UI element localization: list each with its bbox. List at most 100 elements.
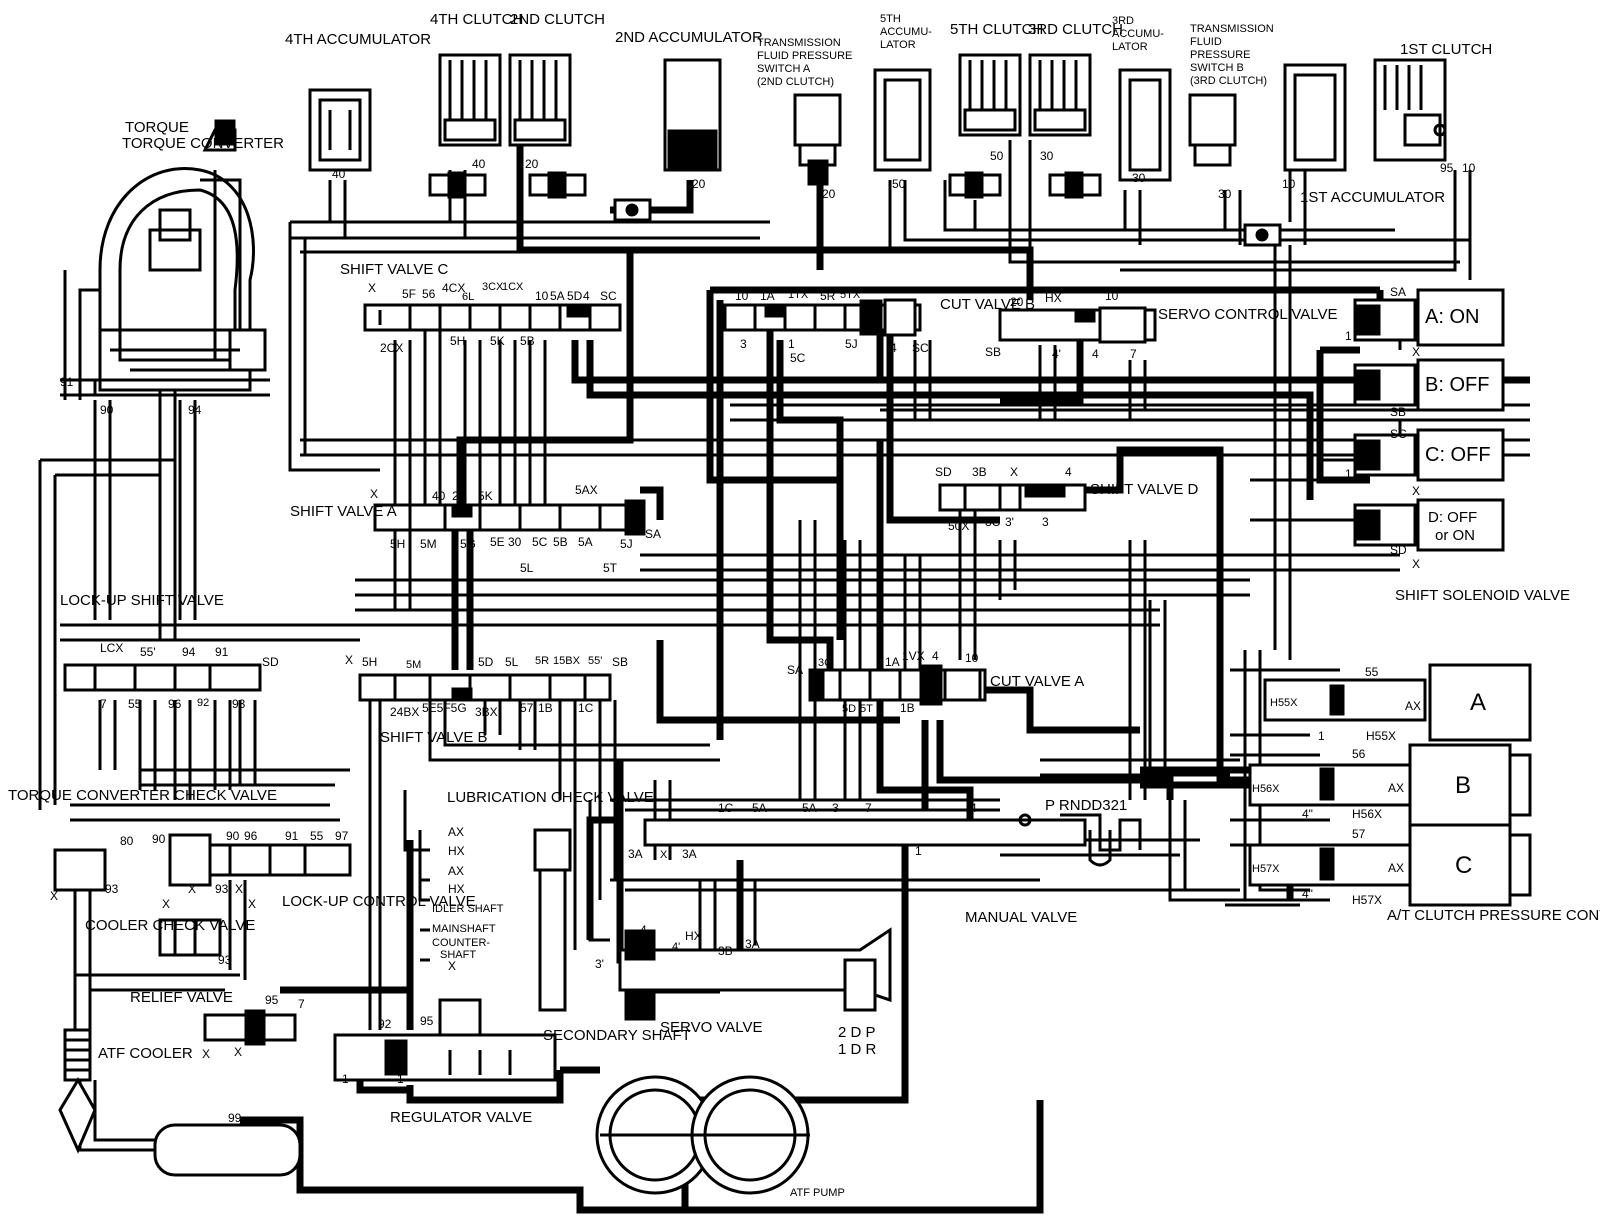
port-b-5d: 5D	[478, 655, 494, 669]
label-2nd-accumulator: 2ND ACCUMULATOR	[615, 29, 763, 46]
port-lc-x2: X	[235, 882, 243, 896]
port-b-5h: 5H	[362, 655, 377, 669]
port-b-x: X	[345, 653, 353, 667]
port-c-5d: 5D	[567, 289, 583, 303]
port-d-3c: 3C	[985, 515, 1001, 529]
port-b-5m: 5M	[406, 659, 421, 671]
port-m-3ab: 3A	[682, 847, 697, 861]
port-s-4p: 4'	[1052, 347, 1061, 361]
port-cb-5c: 5C	[790, 351, 806, 365]
label-shift-valve-d: SHIFT VALVE D	[1090, 481, 1199, 498]
label-pressure-switch-a-2: FLUID PRESSURE	[757, 50, 852, 62]
port-20b: 20	[692, 177, 706, 191]
label-clutch-pressure-solenoid: A/T CLUTCH PRESSURE CONTROL SOLENOID VAL…	[1387, 907, 1600, 924]
linear-solenoid-c	[1248, 823, 1532, 907]
label-torque-converter-1: TORQUE	[125, 119, 189, 136]
port-ca-5t: 5T	[860, 703, 873, 715]
port-b-5l: 5L	[505, 655, 519, 669]
port-rv-x2: X	[234, 1045, 242, 1059]
port-lc2-4: 4"	[1302, 887, 1313, 901]
port-cb-sc: SC	[912, 341, 929, 355]
component-labels: TORQUE TORQUE CONVERTER 4TH ACCUMULATOR …	[8, 11, 1600, 1199]
port-la-h55x2: H55X	[1366, 729, 1396, 743]
label-linear-solenoid-b: B	[1455, 772, 1471, 799]
port-labels: 40 40 20 20 20 50 50 30 30 30 10 10 95 9…	[50, 149, 1476, 1125]
port-m-5ax: 5A	[802, 801, 817, 815]
port-lb-h56x: H56X	[1252, 783, 1280, 795]
cut-valve-b-body	[723, 298, 922, 337]
port-l-94: 94	[182, 645, 196, 659]
port-lc2-ax: AX	[1388, 861, 1404, 875]
port-s-7: 7	[1130, 347, 1137, 361]
port-cb-5r: 5R	[820, 289, 836, 303]
label-shift-valve-b: SHIFT VALVE B	[380, 729, 488, 746]
port-l-93: 93	[232, 697, 246, 711]
port-a-5j: 5J	[620, 537, 633, 551]
port-a-x: X	[370, 487, 378, 501]
port-a-5h: 5H	[390, 537, 405, 551]
port-90: 90	[100, 403, 114, 417]
port-l-92: 92	[197, 697, 209, 709]
pressurized-passages	[240, 140, 1530, 1214]
port-b-24bx: 24BX	[390, 705, 419, 719]
port-10b: 10	[1462, 161, 1476, 175]
port-lb-4: 4"	[1302, 807, 1313, 821]
port-a-30: 30	[508, 535, 522, 549]
port-cb-1a: 1A	[760, 289, 775, 303]
port-b-57: 57	[520, 701, 534, 715]
port-a-5t: 5T	[603, 561, 618, 575]
port-l-55: 55	[128, 697, 142, 711]
port-a-40: 40	[432, 489, 446, 503]
label-shift-solenoid-valve: SHIFT SOLENOID VALVE	[1395, 587, 1570, 604]
thin-fluid-passages	[38, 140, 1530, 1152]
port-c-5k: 5K	[490, 334, 505, 348]
port-lc-90b: 90	[226, 829, 240, 843]
port-rv-x1: X	[202, 1047, 210, 1061]
port-c-5h: 5H	[450, 334, 465, 348]
label-pressure-switch-b-2: FLUID	[1190, 36, 1222, 48]
label-lockup-control-valve: LOCK-UP CONTROL VALVE	[282, 893, 476, 910]
label-lockup-shift-valve: LOCK-UP SHIFT VALVE	[60, 592, 224, 609]
label-cut-valve-a: CUT VALVE A	[990, 673, 1084, 690]
label-pressure-switch-a-3: SWITCH A	[757, 63, 811, 75]
port-lub-hx2: HX	[448, 882, 465, 896]
label-1st-accumulator: 1ST ACCUMULATOR	[1300, 189, 1445, 206]
servo-control-valve-body	[998, 306, 1157, 344]
port-cb-10: 10	[735, 289, 749, 303]
port-c-sc: SC	[600, 289, 617, 303]
port-c-2cx: 2CX	[380, 341, 403, 355]
port-a-5ax: 5AX	[575, 483, 598, 497]
port-l-96: 96	[168, 697, 182, 711]
label-atf-pump: ATF PUMP	[790, 1187, 845, 1199]
port-cc-x: X	[162, 897, 170, 911]
port-lub-hx1: HX	[448, 844, 465, 858]
cut-valve-a-body	[808, 664, 987, 706]
port-lb-56: 56	[1352, 747, 1366, 761]
port-cb-1tx: 1TX	[788, 289, 809, 301]
shift-valve-a-body	[373, 499, 646, 536]
port-sc-sc: SC	[1390, 427, 1407, 441]
label-5th-accumulator-3: LATOR	[880, 39, 916, 51]
port-sc-x: X	[1412, 484, 1420, 498]
port-s-10: 10	[1105, 289, 1119, 303]
label-solenoid-b-state: B: OFF	[1425, 374, 1489, 396]
port-s-4: 4	[1092, 347, 1099, 361]
port-sd-sd: SD	[1390, 543, 1407, 557]
port-a-5e: 5E	[490, 535, 505, 549]
accumulator-5th	[873, 68, 932, 172]
port-b-1b: 1B	[538, 701, 553, 715]
label-4th-clutch: 4TH CLUTCH	[430, 11, 523, 28]
port-ca-4: 4	[932, 649, 939, 663]
lubrication-check-valve-body	[533, 828, 572, 1012]
port-ca-sa: SA	[787, 663, 803, 677]
port-30c: 30	[1218, 187, 1232, 201]
port-lub-ax2: AX	[448, 864, 464, 878]
accumulator-4th	[308, 88, 372, 172]
manual-valve-body	[643, 813, 1142, 867]
port-lub-x: X	[448, 959, 456, 973]
label-solenoid-a-state: A: ON	[1425, 306, 1479, 328]
label-servo-positions-1: 2 D P	[838, 1024, 876, 1041]
label-pressure-switch-b-3: PRESSURE	[1190, 49, 1251, 61]
port-sv-3p: 3'	[595, 957, 604, 971]
port-c-10: 10	[535, 289, 549, 303]
